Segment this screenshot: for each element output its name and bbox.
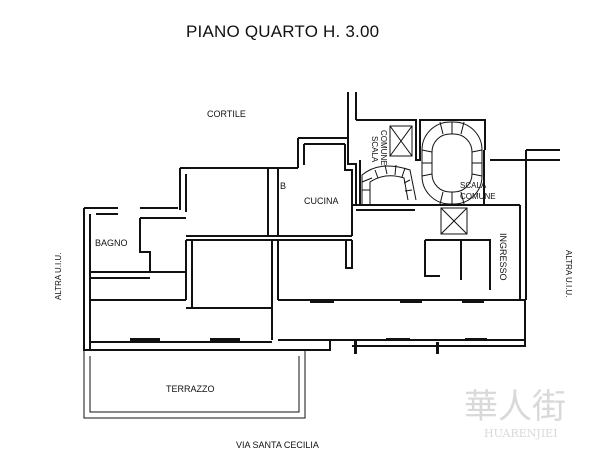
- label-b: B: [280, 181, 286, 191]
- label-cortile: CORTILE: [207, 109, 246, 119]
- terrace: [83, 338, 306, 419]
- watermark-text: HUARENJIEI: [484, 427, 558, 440]
- watermark: 華人街 HUARENJIEI: [464, 387, 566, 440]
- label-scala-comune-1a: SCALA: [370, 136, 379, 163]
- outer-walls: [83, 92, 560, 351]
- label-scala-comune-2a: SCALA: [460, 181, 487, 190]
- label-altra-uiu-right: ALTRA U.I.U.: [564, 250, 573, 297]
- label-ingresso: INGRESSO: [498, 233, 508, 281]
- staircase-left: [361, 125, 417, 205]
- label-terrazzo: TERRAZZO: [166, 384, 215, 394]
- label-altra-uiu-left: ALTRA U.I.U.: [54, 253, 63, 300]
- label-cucina: CUCINA: [304, 196, 339, 206]
- corridor-partitions: [310, 300, 487, 354]
- staircase-right: [421, 121, 483, 235]
- label-scala-comune-2b: COMUNE: [460, 192, 496, 201]
- plan-title: PIANO QUARTO H. 3.00: [186, 22, 379, 41]
- label-street: VIA SANTA CECILIA: [236, 440, 319, 450]
- watermark-glyphs: 華人街: [464, 387, 566, 427]
- label-scala-comune-1b: COMUNE: [379, 130, 388, 166]
- label-bagno: BAGNO: [95, 238, 128, 248]
